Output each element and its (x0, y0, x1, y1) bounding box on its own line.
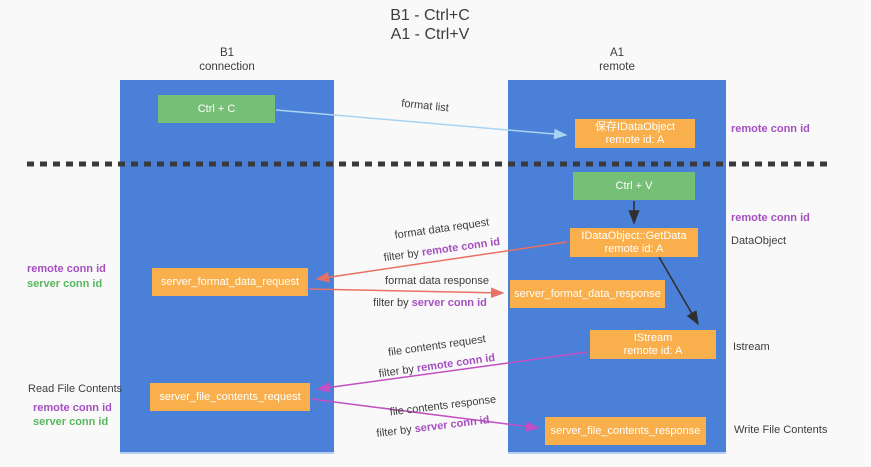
arrow-format-list (275, 109, 568, 140)
annotation-istream: Istream (733, 341, 770, 353)
lane-header-a1: A1 remote (508, 46, 726, 74)
lane-a1-subtitle: remote (599, 61, 635, 73)
lane-b1-subtitle: connection (199, 61, 255, 73)
node-server-file-contents-response: server_file_contents_response (545, 417, 706, 445)
node-server-file-contents-response-label: server_file_contents_response (550, 424, 701, 437)
node-server-format-data-response: server_format_data_response (510, 280, 665, 308)
node-istream: IStream remote id: A (590, 330, 716, 359)
diagram-title-line1: B1 - Ctrl+C (390, 7, 470, 24)
diagram-title: B1 - Ctrl+C A1 - Ctrl+V (330, 6, 530, 44)
node-server-format-data-request-label: server_format_data_request (160, 275, 300, 288)
node-istream-line1: IStream (633, 331, 673, 344)
node-istream-line2: remote id: A (623, 344, 683, 357)
annotation-left-remote-conn-id-bottom: remote conn id (33, 402, 112, 414)
node-save-idataobject-line1: 保存IDataObject (594, 120, 676, 133)
annotation-dataobject: DataObject (731, 235, 787, 247)
node-idataobject-getdata-line1: IDataObject::GetData (581, 229, 687, 242)
node-ctrl-c: Ctrl + C (158, 95, 275, 123)
lane-b1-title: B1 (219, 47, 235, 59)
lane-header-b1: B1 connection (120, 46, 334, 74)
arrow-file-contents-response (310, 398, 540, 432)
annotation-remote-conn-id-mid: remote conn id (731, 212, 810, 224)
arrow-getdata-to-istream (658, 256, 699, 326)
edge-label-format-data-response: format data response (385, 275, 489, 287)
node-ctrl-v-label: Ctrl + V (615, 179, 653, 192)
node-server-file-contents-request: server_file_contents_request (150, 383, 310, 411)
annotation-left-server-conn-id-bottom: server conn id (33, 416, 109, 428)
lane-a1-title: A1 (609, 47, 625, 59)
diagram-title-line2: A1 - Ctrl+V (390, 26, 470, 43)
server-conn-id-key: server conn id (411, 297, 487, 309)
arrow-format-data-response (308, 287, 505, 299)
annotation-read-file-contents: Read File Contents (28, 383, 123, 395)
annotation-left-remote-conn-id-mid: remote conn id (27, 263, 106, 275)
node-save-idataobject: 保存IDataObject remote id: A (575, 119, 695, 148)
node-save-idataobject-line2: remote id: A (605, 133, 665, 146)
node-idataobject-getdata: IDataObject::GetData remote id: A (570, 228, 698, 257)
node-ctrl-v: Ctrl + V (573, 172, 695, 200)
filter-by-text: filter by (373, 297, 412, 309)
edge-label-format-data-response-filter: filter by server conn id (360, 297, 500, 310)
node-server-format-data-response-label: server_format_data_response (514, 287, 661, 300)
node-idataobject-getdata-line2: remote id: A (604, 242, 664, 255)
arrow-format-data-request (315, 241, 568, 283)
annotation-write-file-contents: Write File Contents (734, 424, 828, 436)
node-ctrl-c-label: Ctrl + C (197, 102, 236, 115)
annotation-remote-conn-id-top: remote conn id (731, 123, 810, 135)
arrow-file-contents-request (316, 351, 589, 393)
node-server-file-contents-request-label: server_file_contents_request (159, 390, 301, 403)
node-server-format-data-request: server_format_data_request (152, 268, 308, 296)
annotation-left-server-conn-id-mid: server conn id (27, 278, 103, 290)
